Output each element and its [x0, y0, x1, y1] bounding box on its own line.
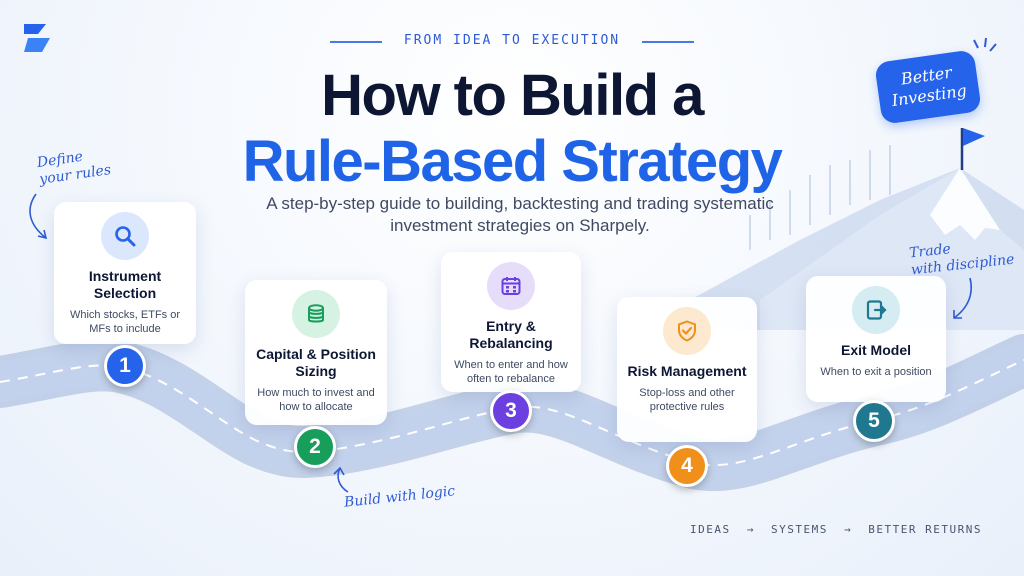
shield-check-icon	[678, 320, 696, 342]
title-line-1: How to Build a	[321, 63, 704, 128]
step-card-2[interactable]: Capital & Position Sizing How much to in…	[245, 280, 387, 425]
footer-tagline: IDEAS → SYSTEMS → BETTER RETURNS	[690, 523, 990, 536]
step-2-desc: How much to invest and how to allocate	[257, 387, 375, 413]
step-number-2[interactable]: 2	[294, 426, 336, 468]
search-icon	[115, 226, 136, 247]
step-2-title: Capital & Position Sizing	[256, 346, 376, 379]
step-card-4[interactable]: Risk Management Stop-loss and other prot…	[617, 297, 757, 442]
step-number-3[interactable]: 3	[490, 390, 532, 432]
footer-arrow-1: →	[746, 523, 755, 536]
step-card-5[interactable]: Exit Model When to exit a position	[806, 276, 946, 402]
step-card-3[interactable]: Entry & Rebalancing When to enter and ho…	[441, 252, 581, 392]
eyebrow-line-right	[642, 41, 694, 43]
exit-door-icon	[866, 300, 887, 320]
title-line-2: Rule-Based Strategy	[242, 129, 783, 194]
step-1-title: Instrument Selection	[88, 268, 162, 301]
spark-lines-icon	[973, 37, 997, 52]
step-4-icon-bg	[663, 307, 711, 355]
step-3-title: Entry & Rebalancing	[469, 318, 553, 351]
arrow-build-icon	[333, 466, 349, 493]
footer-arrow-2: →	[843, 523, 853, 536]
eyebrow-line-left	[330, 41, 382, 43]
step-3-icon-bg	[487, 262, 535, 310]
step-4-title: Risk Management	[627, 363, 747, 379]
step-4-desc: Stop-loss and other protective rules	[639, 387, 735, 413]
subtitle: A step-by-step guide to building, backte…	[266, 194, 774, 235]
step-5-icon-bg	[852, 286, 900, 334]
step-5-title: Exit Model	[840, 342, 911, 358]
footer-systems: SYSTEMS	[771, 523, 828, 536]
step-2-icon-bg	[292, 290, 340, 338]
step-number-5[interactable]: 5	[853, 400, 895, 442]
footer-better-returns: BETTER RETURNS	[868, 523, 982, 536]
footer-ideas: IDEAS	[690, 523, 731, 536]
arrow-trade-icon	[953, 277, 972, 319]
step-1-icon-bg	[101, 212, 149, 260]
step-card-1[interactable]: Instrument Selection Which stocks, ETFs …	[54, 202, 196, 344]
step-5-desc: When to exit a position	[820, 366, 932, 378]
arrow-define-icon	[29, 193, 48, 240]
calendar-icon	[501, 277, 521, 295]
sharpely-logo-icon[interactable]	[20, 20, 54, 56]
coin-stack-icon	[308, 304, 324, 323]
step-1-desc: Which stocks, ETFs or MFs to include	[69, 309, 181, 335]
step-number-4[interactable]: 4	[666, 445, 708, 487]
step-number-1[interactable]: 1	[104, 345, 146, 387]
eyebrow-text: FROM IDEA TO EXECUTION	[403, 33, 621, 48]
step-3-desc: When to enter and how often to rebalance	[454, 359, 568, 385]
